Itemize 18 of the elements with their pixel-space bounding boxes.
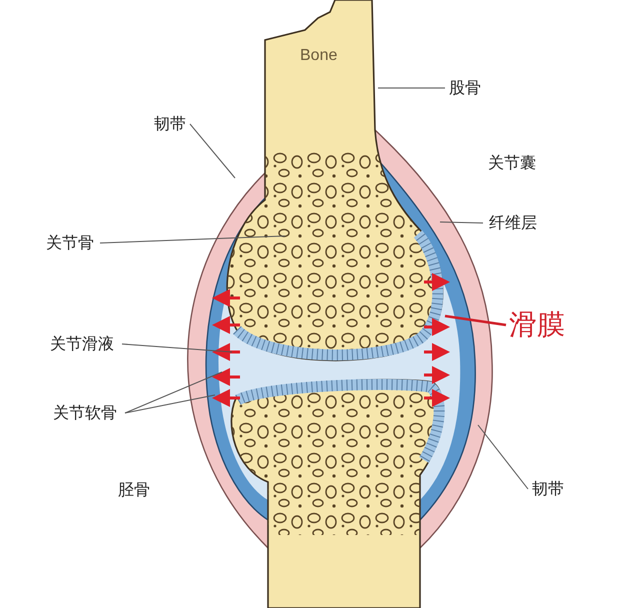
part-label: 滑膜 xyxy=(506,308,568,342)
part-label: 股骨 xyxy=(445,77,485,99)
leader-line xyxy=(440,222,484,224)
part-label: 关节骨 xyxy=(40,232,100,254)
leader-line xyxy=(124,372,222,414)
part-label: 关节软骨 xyxy=(45,402,125,424)
part-label: 关节囊 xyxy=(488,155,536,171)
leader-line xyxy=(190,124,236,178)
leader-line xyxy=(122,344,232,352)
part-label: 韧带 xyxy=(150,113,190,135)
part-label: 关节滑液 xyxy=(42,333,122,355)
part-label: 胫骨 xyxy=(118,482,150,498)
leader-line xyxy=(478,424,528,490)
part-label: 韧带 xyxy=(528,478,568,500)
leader-line xyxy=(100,236,286,244)
part-label: 纤维层 xyxy=(483,212,543,234)
part-label: Bone xyxy=(300,48,338,64)
leader-line xyxy=(124,394,216,414)
